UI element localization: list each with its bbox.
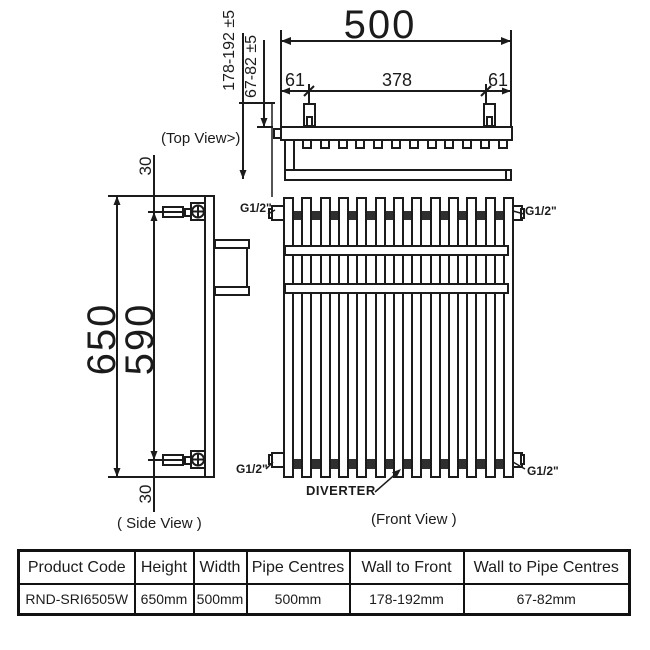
connection-label-bottom-left: G1/2" (236, 462, 268, 476)
connection-label-top-left: G1/2" (240, 201, 272, 215)
dim-30-bottom-label: 30 (136, 484, 155, 504)
radiator-bar (484, 197, 496, 478)
radiator-bar (356, 197, 368, 478)
value-wall-to-pipe-centres: 67-82mm (462, 583, 631, 616)
value-height: 650mm (133, 583, 195, 616)
front-view-label: (Front View ) (371, 511, 457, 528)
dimension-arrowheads (113, 37, 511, 478)
radiator-bar (301, 197, 313, 478)
connection-label-bottom-right: G1/2" (527, 464, 559, 478)
radiator-bar (393, 197, 404, 478)
connection-label-top-right: G1/2" (525, 204, 557, 218)
value-pipe-centres: 500mm (245, 583, 351, 616)
radiator-bar (448, 197, 459, 478)
radiator-bar (319, 197, 331, 478)
side-view-label: ( Side View ) (117, 515, 202, 532)
dim-650-label: 650 (80, 302, 124, 376)
col-wall-to-front: Wall to Front (348, 549, 465, 585)
dim-500-label: 500 (343, 3, 417, 47)
radiator-bar (466, 197, 478, 478)
value-width: 500mm (192, 583, 248, 616)
col-wall-to-pipe-centres: Wall to Pipe Centres (462, 549, 631, 585)
bracket-arm-bottom (214, 286, 250, 296)
dim-378-label: 378 (381, 70, 413, 90)
radiator-bar (283, 197, 294, 478)
value-wall-to-front: 178-192mm (348, 583, 465, 616)
bracket-arm-top (214, 239, 250, 249)
towel-rail-top-view (284, 169, 512, 181)
radiator-bar (411, 197, 423, 478)
wall-bracket-left-notch (306, 116, 313, 127)
col-width: Width (192, 549, 248, 585)
connection-cap-bottom-right (520, 454, 525, 465)
radiator-bar (429, 197, 441, 478)
dim-wall-to-pipe-label: 67-82 ±5 (243, 35, 260, 99)
dim-61-left-label: 61 (284, 70, 306, 90)
manifold-end-cap (273, 128, 282, 139)
bar-column-side-view (204, 195, 215, 478)
towel-rail-upper (284, 245, 509, 256)
diverter-label: DIVERTER (306, 483, 376, 498)
radiator-bar (338, 197, 349, 478)
radiator-bar (374, 197, 386, 478)
dim-61-right-label: 61 (487, 70, 509, 90)
col-product-code: Product Code (17, 549, 136, 585)
radiator-bar (503, 197, 514, 478)
spec-table-data-row: RND-SRI6505W 650mm 500mm 500mm 178-192mm… (17, 583, 631, 616)
col-pipe-centres: Pipe Centres (245, 549, 351, 585)
col-height: Height (133, 549, 195, 585)
dim-30-top-label: 30 (136, 156, 155, 176)
dim-590-label: 590 (118, 302, 162, 376)
towel-rail-lower (284, 283, 509, 294)
wall-bracket-right-notch (486, 116, 493, 127)
value-product-code: RND-SRI6505W (17, 583, 136, 616)
spec-table-header-row: Product Code Height Width Pipe Centres W… (17, 549, 631, 585)
spec-table: Product Code Height Width Pipe Centres W… (17, 549, 631, 616)
top-view-label: (Top View>) (161, 130, 241, 147)
